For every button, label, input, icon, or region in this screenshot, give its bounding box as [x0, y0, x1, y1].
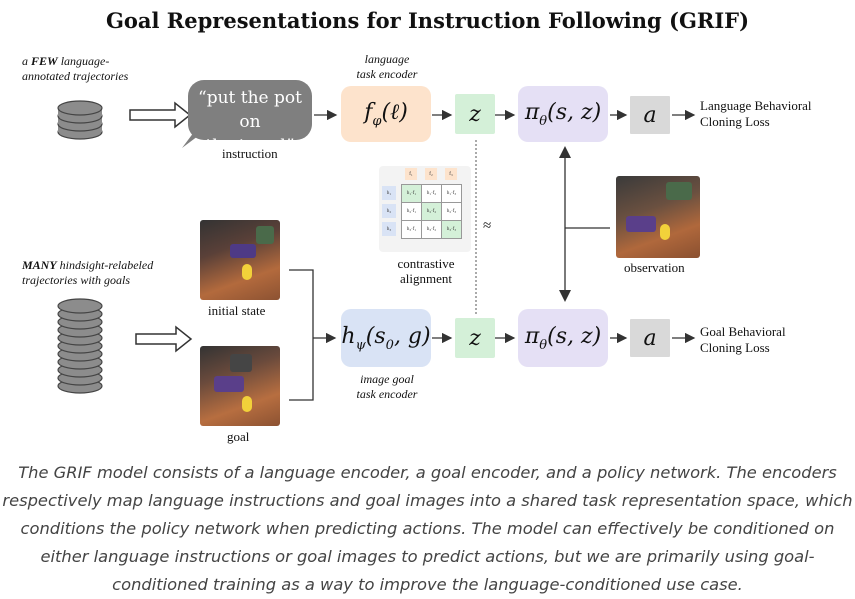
matrix-cell: h₃·f₂ [421, 220, 442, 239]
matrix-cell: h₁·f₁ [401, 184, 422, 203]
observation-label: observation [624, 260, 685, 275]
matrix-cell: h₃·f₁ [401, 220, 422, 239]
matrix-col-header: f₂ [425, 168, 437, 180]
matrix-cell: h₃·f₃ [441, 220, 462, 239]
matrix-col-header: f₃ [445, 168, 457, 180]
diagram-title: Goal Representations for Instruction Fol… [105, 8, 750, 33]
matrix-row-header: h₁ [382, 186, 396, 200]
matrix-cell: h₁·f₃ [441, 184, 462, 203]
initial-state-label: initial state [208, 303, 266, 318]
action-output-language: a [630, 96, 670, 134]
matrix-col-header: f₁ [405, 168, 417, 180]
matrix-cell: h₂·f₁ [401, 202, 422, 221]
instruction-text-line1: “put the pot on [198, 88, 302, 132]
goal-label: goal [227, 429, 250, 444]
few-trajectories-label: a FEW language- annotated trajectories [22, 54, 129, 83]
hollow-arrow-top [129, 101, 192, 129]
z-embedding-language: z [455, 94, 495, 134]
policy-box-language: πθ(s, z) [518, 86, 608, 142]
language-encoder-box: fφ(ℓ) [341, 86, 431, 142]
dataset-stack-few-icon [57, 100, 103, 140]
instruction-text-line2: the towel” [205, 136, 295, 156]
image-goal-encoder-box: hψ(s0, g) [341, 309, 431, 367]
instruction-label: instruction [222, 146, 278, 161]
language-encoder-formula: fφ(ℓ) [364, 100, 408, 129]
matrix-cell: h₂·f₂ [421, 202, 442, 221]
goal-image [200, 346, 280, 426]
initial-state-image [200, 220, 280, 300]
matrix-row-header: h₃ [382, 222, 396, 236]
hollow-arrow-bottom [135, 325, 193, 353]
approx-symbol: ≈ [483, 218, 492, 234]
image-encoder-formula: hψ(s0, g) [341, 323, 431, 353]
many-trajectories-label: MANY hindsight-relabeled trajectories wi… [22, 258, 154, 287]
matrix-cell: h₂·f₃ [441, 202, 462, 221]
matrix-row-header: h₂ [382, 204, 396, 218]
matrix-cell: h₁·f₂ [421, 184, 442, 203]
dataset-stack-many-icon [57, 298, 103, 394]
action-output-goal: a [630, 319, 670, 357]
figure-caption: The GRIF model consists of a language en… [2, 463, 853, 594]
policy-box-goal: πθ(s, z) [518, 309, 608, 367]
observation-image [616, 176, 700, 258]
connectors [129, 101, 696, 401]
z-embedding-goal: z [455, 318, 495, 358]
